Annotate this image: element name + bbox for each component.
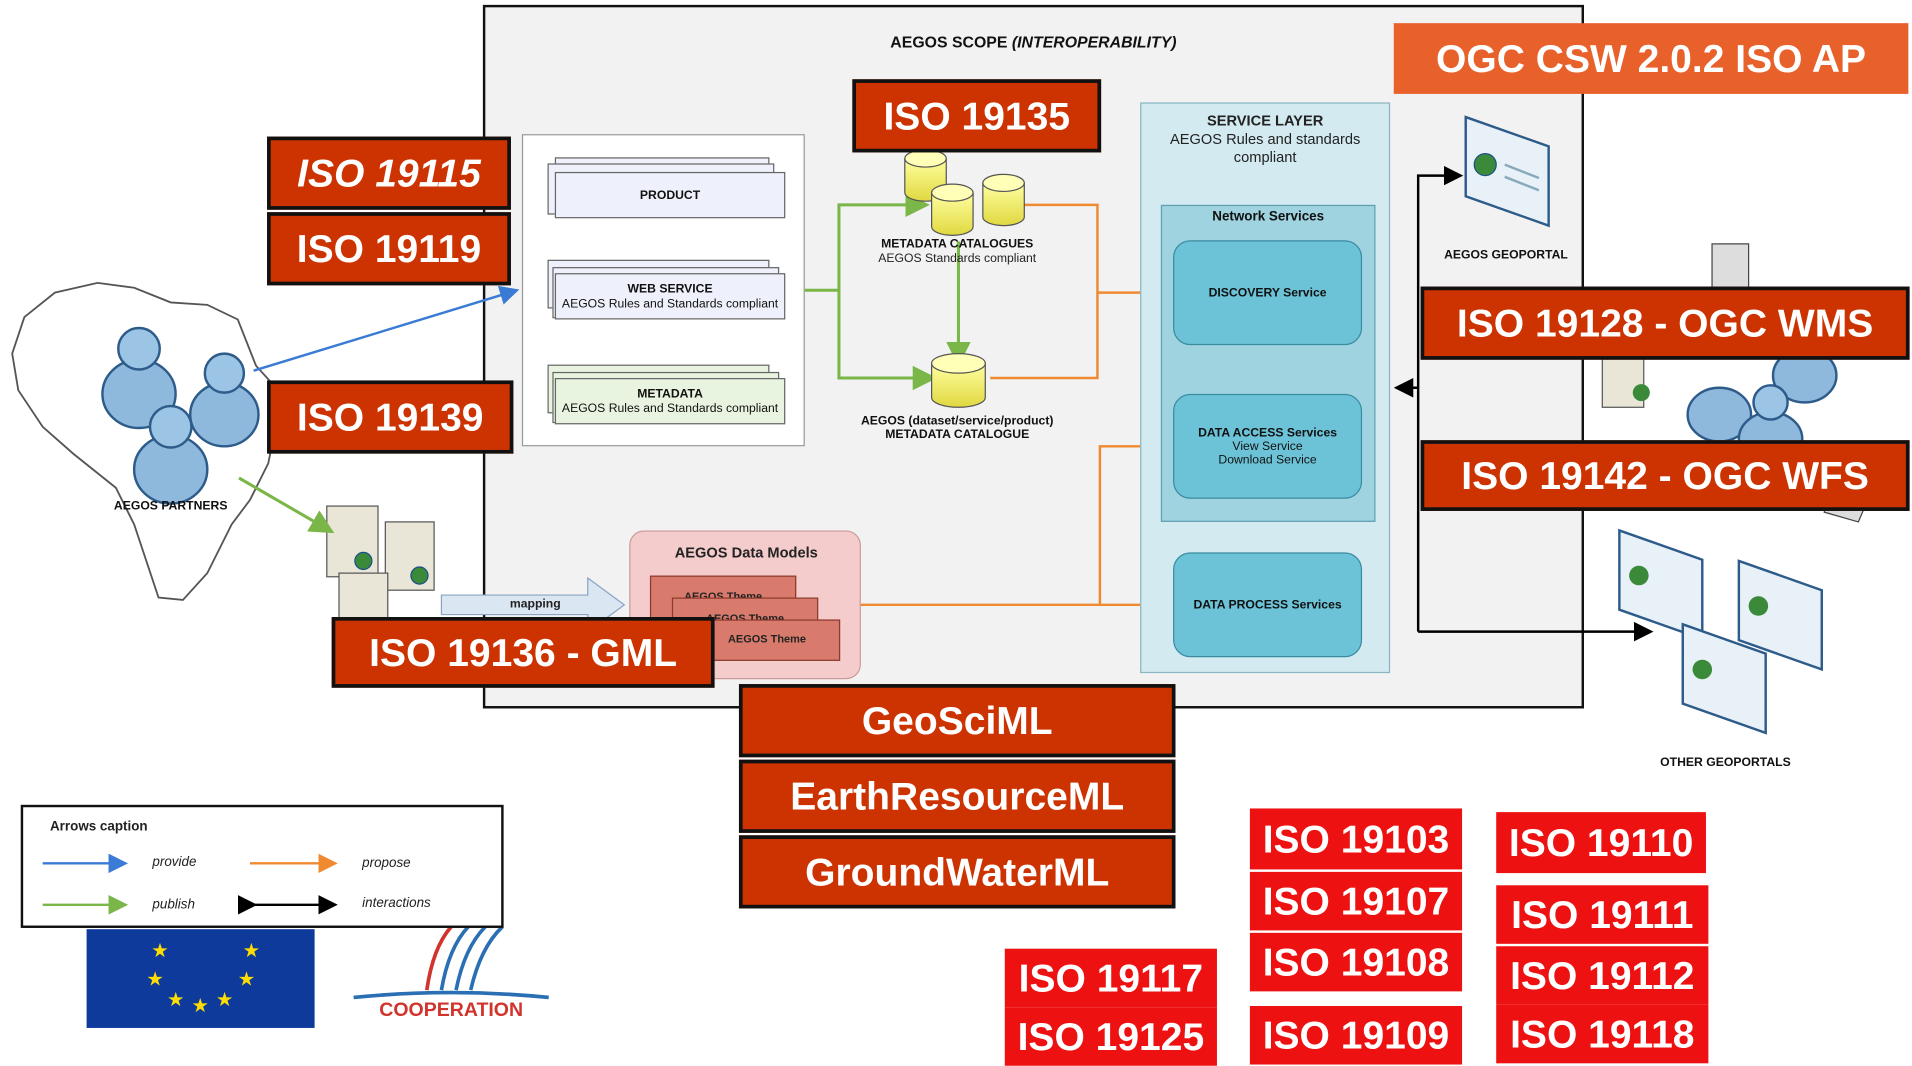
tag-iso19119: ISO 19119 [267,212,511,286]
mapping-label: mapping [509,597,561,611]
tag-iso19135: ISO 19135 [852,79,1102,153]
other-geoportals-icon [1618,528,1824,735]
partners-label: AEGOS PARTNERS [113,499,228,514]
data-process-label: DATA PROCESS Services [1193,598,1342,612]
geoportal-screen-icon [1464,115,1550,228]
tag-iso19139: ISO 19139 [267,380,514,454]
tag-iso19117: ISO 19117 [1004,948,1217,1008]
legend-propose: propose [362,856,411,871]
theme-label-3: AEGOS Theme [727,632,807,646]
tag-iso19111: ISO 19111 [1496,885,1709,944]
tag-iso19118: ISO 19118 [1496,1004,1709,1064]
server-icon [326,505,435,623]
webservice-label: WEB SERVICE [627,282,713,297]
aegos-catalogue-line2: METADATA CATALOGUE [885,428,1030,442]
cooperation-label: COOPERATION [379,999,524,1021]
view-service-label: View Service [1232,439,1303,454]
cooperation-logo [353,925,549,1000]
other-geoportals-label: OTHER GEOPORTALS [1660,756,1791,770]
arrows-legend: Arrows caption provide propose publish i… [20,804,504,928]
metadata-doc [554,378,786,425]
data-models-title: AEGOS Data Models [674,543,818,561]
svg-text:★: ★ [167,988,184,1011]
svg-text:★: ★ [238,967,255,990]
tag-iso19112: ISO 19112 [1496,946,1709,1005]
legend-provide: provide [152,854,197,870]
metadata-catalogues-sub: AEGOS Standards compliant [878,252,1037,266]
data-process-services[interactable]: DATA PROCESS Services [1173,552,1363,658]
partners-icon [101,326,260,505]
webservice-doc [554,273,786,320]
tag-groundwaterml: GroundWaterML [738,835,1176,909]
svg-text:★: ★ [191,994,208,1017]
legend-arrows [42,853,338,915]
svg-text:★: ★ [216,988,233,1011]
webservice-sub: AEGOS Rules and Standards compliant [561,297,779,311]
metadata-catalogues-title: METADATA CATALOGUES [881,237,1034,252]
resources-panel: PRODUCT WEB SERVICE AEGOS Rules and Stan… [521,134,805,447]
data-models-box: AEGOS Data Models AEGOS Theme AEGOS Them… [629,530,861,680]
svg-text:★: ★ [151,939,168,962]
tag-iso19136-gml: ISO 19136 - GML [331,617,715,688]
tag-iso19103: ISO 19103 [1249,808,1463,870]
metadata-label: METADATA [637,387,703,402]
data-access-services[interactable]: DATA ACCESS Services View Service Downlo… [1173,393,1363,499]
tag-wfs: ISO 19142 - OGC WFS [1420,440,1910,511]
tag-ogc-csw: OGC CSW 2.0.2 ISO AP [1393,23,1909,94]
theme-box-3: AEGOS Theme [693,619,841,661]
svg-text:★: ★ [243,939,260,962]
tag-earthresourceml: EarthResourceML [738,759,1176,833]
network-services-title: Network Services [1212,209,1325,225]
tag-iso19115: ISO 19115 [267,136,511,210]
tag-iso19107: ISO 19107 [1249,871,1463,931]
aegos-catalogue-cylinder [931,353,986,408]
service-layer-line2: compliant [1233,148,1297,166]
service-layer-line1: AEGOS Rules and standards [1169,130,1361,148]
tag-geosciml: GeoSciML [738,684,1176,758]
discovery-service[interactable]: DISCOVERY Service [1173,240,1363,346]
scope-title-text: AEGOS SCOPE [890,32,1012,52]
data-access-label: DATA ACCESS Services [1198,426,1338,440]
legend-title: Arrows caption [49,819,148,835]
legend-interactions: interactions [362,896,431,911]
catalogue-cylinders [904,149,1025,236]
tag-iso19108: ISO 19108 [1249,932,1463,992]
discovery-service-label: DISCOVERY Service [1208,285,1327,300]
scope-title-italic: (INTEROPERABILITY) [1011,32,1177,52]
download-service-label: Download Service [1218,453,1317,467]
service-layer-title: SERVICE LAYER [1206,112,1324,130]
geoportal-label: AEGOS GEOPORTAL [1444,248,1568,263]
tag-iso19109: ISO 19109 [1249,1006,1463,1065]
tag-iso19125: ISO 19125 [1004,1007,1217,1066]
aegos-catalogue-line1: AEGOS (dataset/service/product) [860,414,1054,429]
eu-flag-logo: ★ ★ ★ ★ ★ ★ ★ [86,929,315,1028]
product-label: PRODUCT [639,189,701,203]
product-doc [554,171,786,219]
scope-title: AEGOS SCOPE (INTEROPERABILITY) [488,33,1579,51]
metadata-sub: AEGOS Rules and Standards compliant [561,402,779,416]
svg-text:★: ★ [146,967,163,990]
legend-publish: publish [152,897,195,913]
tag-wms: ISO 19128 - OGC WMS [1420,286,1910,360]
tag-iso19110: ISO 19110 [1496,812,1706,874]
